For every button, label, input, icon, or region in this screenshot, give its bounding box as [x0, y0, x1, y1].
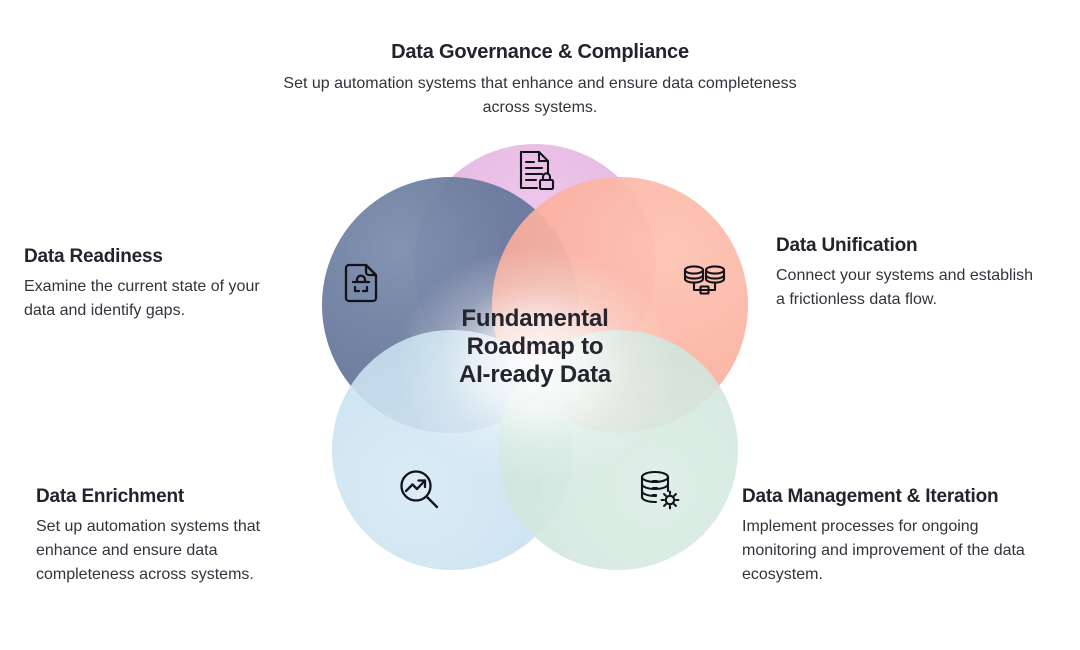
section-management-description: Implement processes for ongoing monitori…: [742, 518, 1025, 583]
document-analysis-icon: [335, 257, 387, 309]
magnifier-trend-icon: [393, 464, 445, 516]
section-enrichment-title: Data Enrichment: [36, 486, 184, 507]
section-management-title: Data Management & Iteration: [742, 486, 999, 507]
center-title-line-1: Fundamental: [461, 305, 609, 332]
venn-diagram: [300, 120, 770, 590]
connected-databases-icon: [678, 257, 730, 309]
section-governance: Data Governance & Compliance Set up auto…: [270, 40, 810, 120]
document-lock-icon: [509, 144, 561, 196]
section-unification-title: Data Unification: [776, 235, 918, 256]
section-readiness-title: Data Readiness: [24, 246, 163, 267]
section-governance-title: Data Governance & Compliance: [391, 41, 689, 63]
section-enrichment-description: Set up automation systems that enhance a…: [36, 518, 261, 583]
center-title-line-3: AI-ready Data: [458, 361, 612, 388]
section-readiness-description: Examine the current state of your data a…: [24, 278, 260, 319]
section-unification-description: Connect your systems and establish a fri…: [776, 267, 1034, 308]
center-title: Fundamental Roadmap to AI-ready Data: [425, 305, 645, 389]
section-unification: Data Unification Connect your systems an…: [776, 234, 1046, 312]
center-title-line-2: Roadmap to: [466, 333, 604, 360]
section-management: Data Management & Iteration Implement pr…: [742, 485, 1052, 587]
section-governance-description: Set up automation systems that enhance a…: [283, 75, 797, 116]
center-glow: [395, 247, 675, 483]
database-gear-icon: [633, 464, 685, 516]
section-readiness: Data Readiness Examine the current state…: [24, 245, 292, 323]
section-enrichment: Data Enrichment Set up automation system…: [36, 485, 302, 587]
